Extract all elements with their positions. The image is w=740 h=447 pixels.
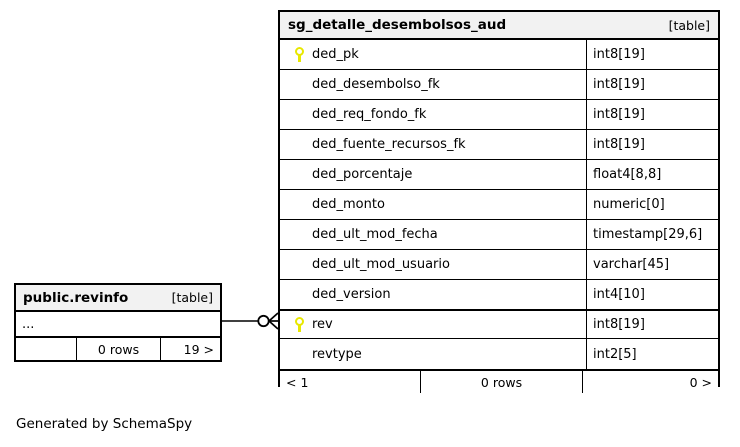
table-row[interactable]: rev int8[19] [280,309,718,339]
column-name: ded_pk [312,47,359,62]
footer-next-count[interactable]: 0 > [582,371,718,393]
collapsed-columns-ellipsis: ... [22,316,35,332]
table-header: public.revinfo [table] [16,285,220,312]
table-row[interactable]: ded_version int4[10] [280,280,718,310]
table-row[interactable]: ded_porcentaje float4[8,8] [280,160,718,190]
column-type: int2[5] [586,339,718,369]
cardinality-many-crowsfoot-icon [268,312,279,330]
column-name: ded_desembolso_fk [312,77,440,92]
table-title: sg_detalle_desembolsos_aud [288,17,507,33]
column-name-cell: ded_ult_mod_fecha [280,220,586,249]
column-name-cell: rev [280,311,586,338]
footer-prev-count[interactable] [16,338,76,360]
table-kind-label: [table] [668,17,710,33]
table-row[interactable]: ded_monto numeric[0] [280,190,718,220]
primary-key-icon [294,317,304,332]
footer-row-count: 0 rows [76,338,160,360]
column-name-cell: ded_fuente_recursos_fk [280,130,586,159]
cardinality-zero-icon [257,314,270,328]
column-type: float4[8,8] [586,160,718,189]
column-name-cell: ded_monto [280,190,586,219]
table-kind-label: [table] [171,290,213,305]
column-type: numeric[0] [586,190,718,219]
table-footer: 0 rows 19 > [16,336,220,360]
column-name: ded_ult_mod_usuario [312,257,450,272]
column-name: ded_req_fondo_fk [312,107,427,122]
column-type: timestamp[29,6] [586,220,718,249]
column-name-cell: ded_req_fondo_fk [280,100,586,129]
column-name: ded_ult_mod_fecha [312,227,438,242]
table-row[interactable]: ded_desembolso_fk int8[19] [280,70,718,100]
table-row[interactable]: ded_req_fondo_fk int8[19] [280,100,718,130]
column-type: int4[10] [586,280,718,309]
column-name: revtype [312,346,362,362]
column-list: ded_pk int8[19] ded_desembolso_fk int8[1… [280,40,718,369]
table-title: public.revinfo [23,289,129,306]
table-node-sg-detalle-desembolsos-aud[interactable]: sg_detalle_desembolsos_aud [table] ded_p… [278,10,720,393]
column-name: ded_monto [312,197,385,212]
column-name-cell: ded_desembolso_fk [280,70,586,99]
generated-by-caption: Generated by SchemaSpy [16,416,193,432]
column-type: varchar[45] [586,250,718,279]
column-type: int8[19] [586,40,718,69]
footer-row-count: 0 rows [420,371,582,393]
column-name-cell: ded_ult_mod_usuario [280,250,586,279]
column-name: ded_fuente_recursos_fk [312,137,466,152]
column-type: int8[19] [586,70,718,99]
table-row[interactable]: ded_ult_mod_fecha timestamp[29,6] [280,220,718,250]
table-header: sg_detalle_desembolsos_aud [table] [280,12,718,40]
column-type: int8[19] [586,130,718,159]
column-name: ded_version [312,287,391,302]
table-node-public-revinfo[interactable]: public.revinfo [table] ... 0 rows 19 > [14,283,222,362]
table-row[interactable]: ded_fuente_recursos_fk int8[19] [280,130,718,160]
column-type: int8[19] [586,311,718,338]
key-slot [288,47,310,62]
column-name-cell: ded_porcentaje [280,160,586,189]
footer-next-count[interactable]: 19 > [160,338,220,360]
column-name-cell: ded_version [280,280,586,309]
footer-prev-count[interactable]: < 1 [286,374,309,390]
column-name-cell: revtype [280,339,586,369]
key-slot [288,317,310,332]
primary-key-icon [294,47,304,62]
table-row[interactable]: ded_pk int8[19] [280,40,718,70]
column-name-cell: ded_pk [280,40,586,69]
table-row[interactable]: revtype int2[5] [280,339,718,369]
column-name: rev [312,317,333,332]
column-name: ded_porcentaje [312,167,413,182]
table-footer: < 1 0 rows 0 > [280,369,718,393]
table-row[interactable]: ded_ult_mod_usuario varchar[45] [280,250,718,280]
column-type: int8[19] [586,100,718,129]
